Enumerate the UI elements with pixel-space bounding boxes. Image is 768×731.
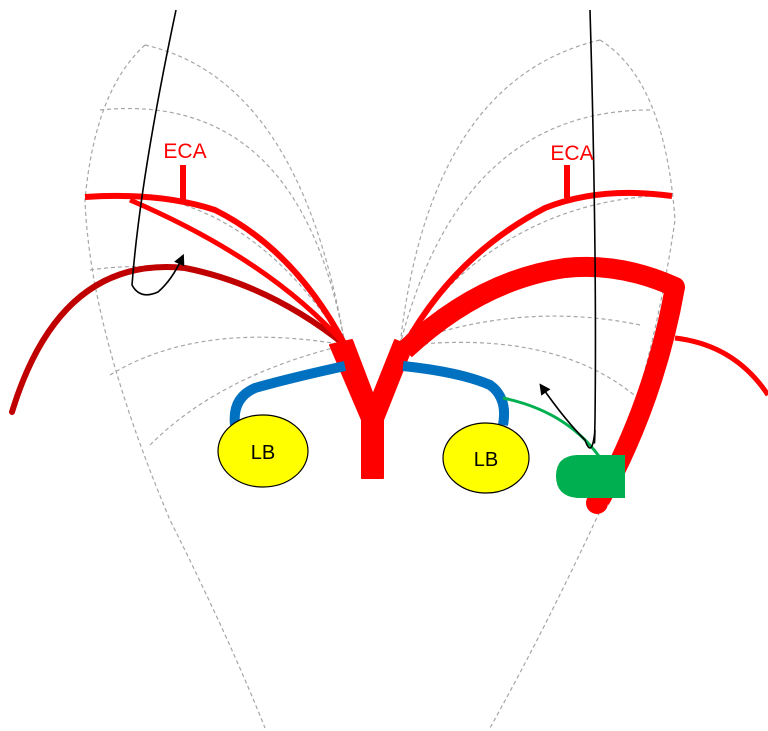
left-eca-branch <box>84 192 348 347</box>
lb-label-right: LB <box>474 449 498 471</box>
lb-label-left: LB <box>251 442 275 464</box>
dark-red-vessel <box>9 264 348 415</box>
left-blue-connector <box>229 361 347 426</box>
central-y-trunk <box>329 339 413 479</box>
green-cap <box>556 455 625 498</box>
right-lb-ellipse <box>442 422 530 494</box>
green-connector <box>502 396 605 463</box>
right-blue-connector <box>402 361 510 426</box>
right-large-vessel <box>398 256 685 505</box>
eca-label-left: ECA <box>163 140 206 163</box>
left-internal-branch <box>129 197 347 347</box>
left-lb-ellipse <box>217 414 309 488</box>
right-guide-wire <box>539 9 597 449</box>
right-eca-branch <box>402 189 673 347</box>
eca-label-right: ECA <box>550 142 593 165</box>
left-guide-wire <box>131 9 185 296</box>
right-outer-vessel <box>674 335 768 397</box>
